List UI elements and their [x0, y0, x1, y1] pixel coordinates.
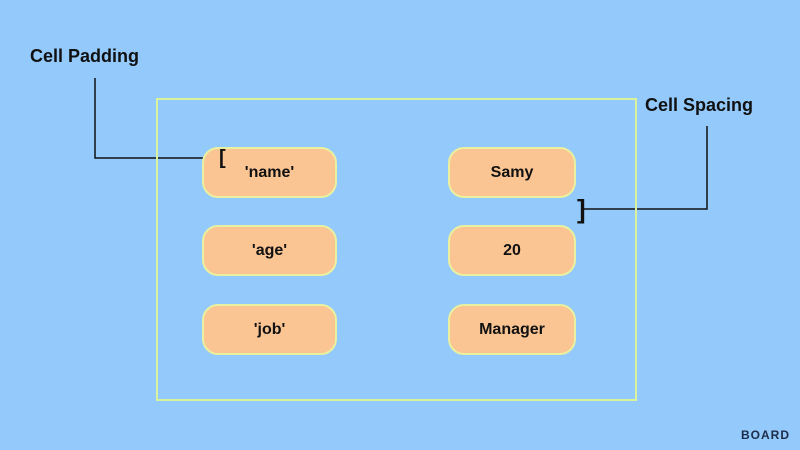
cell-spacing-label: Cell Spacing — [645, 95, 754, 115]
cell-padding-label: Cell Padding — [30, 46, 140, 66]
cell-key-job: 'job' — [202, 304, 337, 355]
table-frame — [156, 98, 637, 401]
cell-value-name: Samy — [448, 147, 576, 198]
board-logo: BOARD — [741, 428, 790, 442]
cell-value-job: Manager — [448, 304, 576, 355]
padding-bracket-icon: [ — [219, 147, 226, 169]
cell-key-name: 'name' — [202, 147, 337, 198]
spacing-bracket-icon: ] — [577, 194, 586, 224]
cell-key-age: 'age' — [202, 225, 337, 276]
cell-value-age: 20 — [448, 225, 576, 276]
